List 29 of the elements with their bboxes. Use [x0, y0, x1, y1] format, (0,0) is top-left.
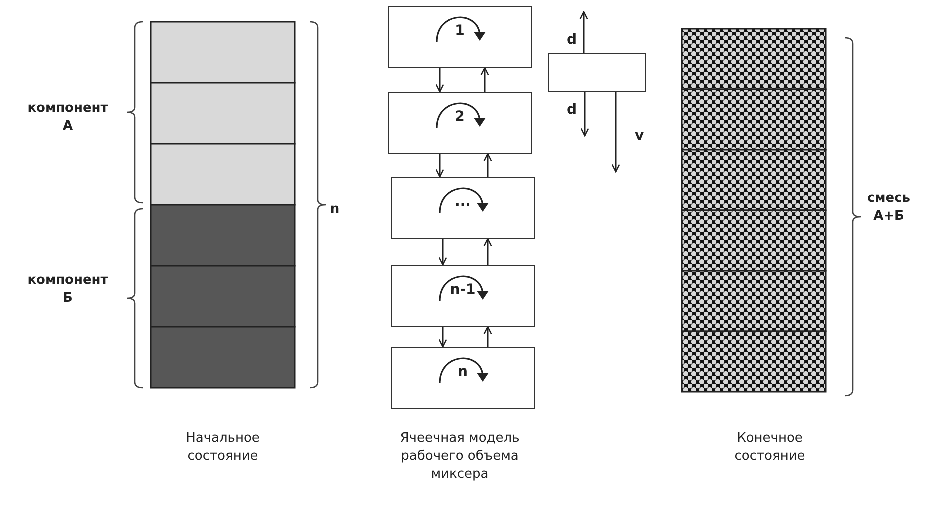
- mixer-cell-box: [391, 347, 535, 409]
- mixer-cell-box: [388, 6, 532, 68]
- mixer-cell-box: [391, 265, 535, 327]
- arrow: [438, 239, 448, 266]
- mixer-cell-box: [388, 92, 532, 154]
- arrow: [438, 327, 448, 348]
- bracket-label: смесь А+Б: [866, 190, 912, 226]
- cell-number: ...: [454, 194, 472, 210]
- element-box: [548, 53, 646, 92]
- arrow: [484, 153, 492, 177]
- arrow: [612, 92, 620, 173]
- column-caption: Ячеечная модель рабочего объема миксера: [399, 430, 521, 484]
- arrow: [436, 154, 444, 178]
- arrow: [480, 67, 490, 92]
- cell-number: 1: [454, 23, 466, 39]
- mixer-cell-box: [391, 177, 535, 239]
- arrow: [484, 326, 492, 347]
- arrow: [580, 11, 588, 53]
- arrow: [484, 238, 492, 265]
- cell-number: n: [457, 364, 469, 380]
- cell-number: n-1: [449, 282, 477, 298]
- arrow: [580, 92, 590, 137]
- column-caption: Конечное состояние: [734, 430, 806, 466]
- cell-number: 2: [454, 109, 466, 125]
- column-caption: Начальное состояние: [185, 430, 261, 466]
- arrow: [436, 68, 444, 93]
- bracket-label: компонент А: [26, 100, 110, 136]
- bracket-label: компонент Б: [26, 272, 110, 308]
- bracket-label: n: [329, 201, 341, 219]
